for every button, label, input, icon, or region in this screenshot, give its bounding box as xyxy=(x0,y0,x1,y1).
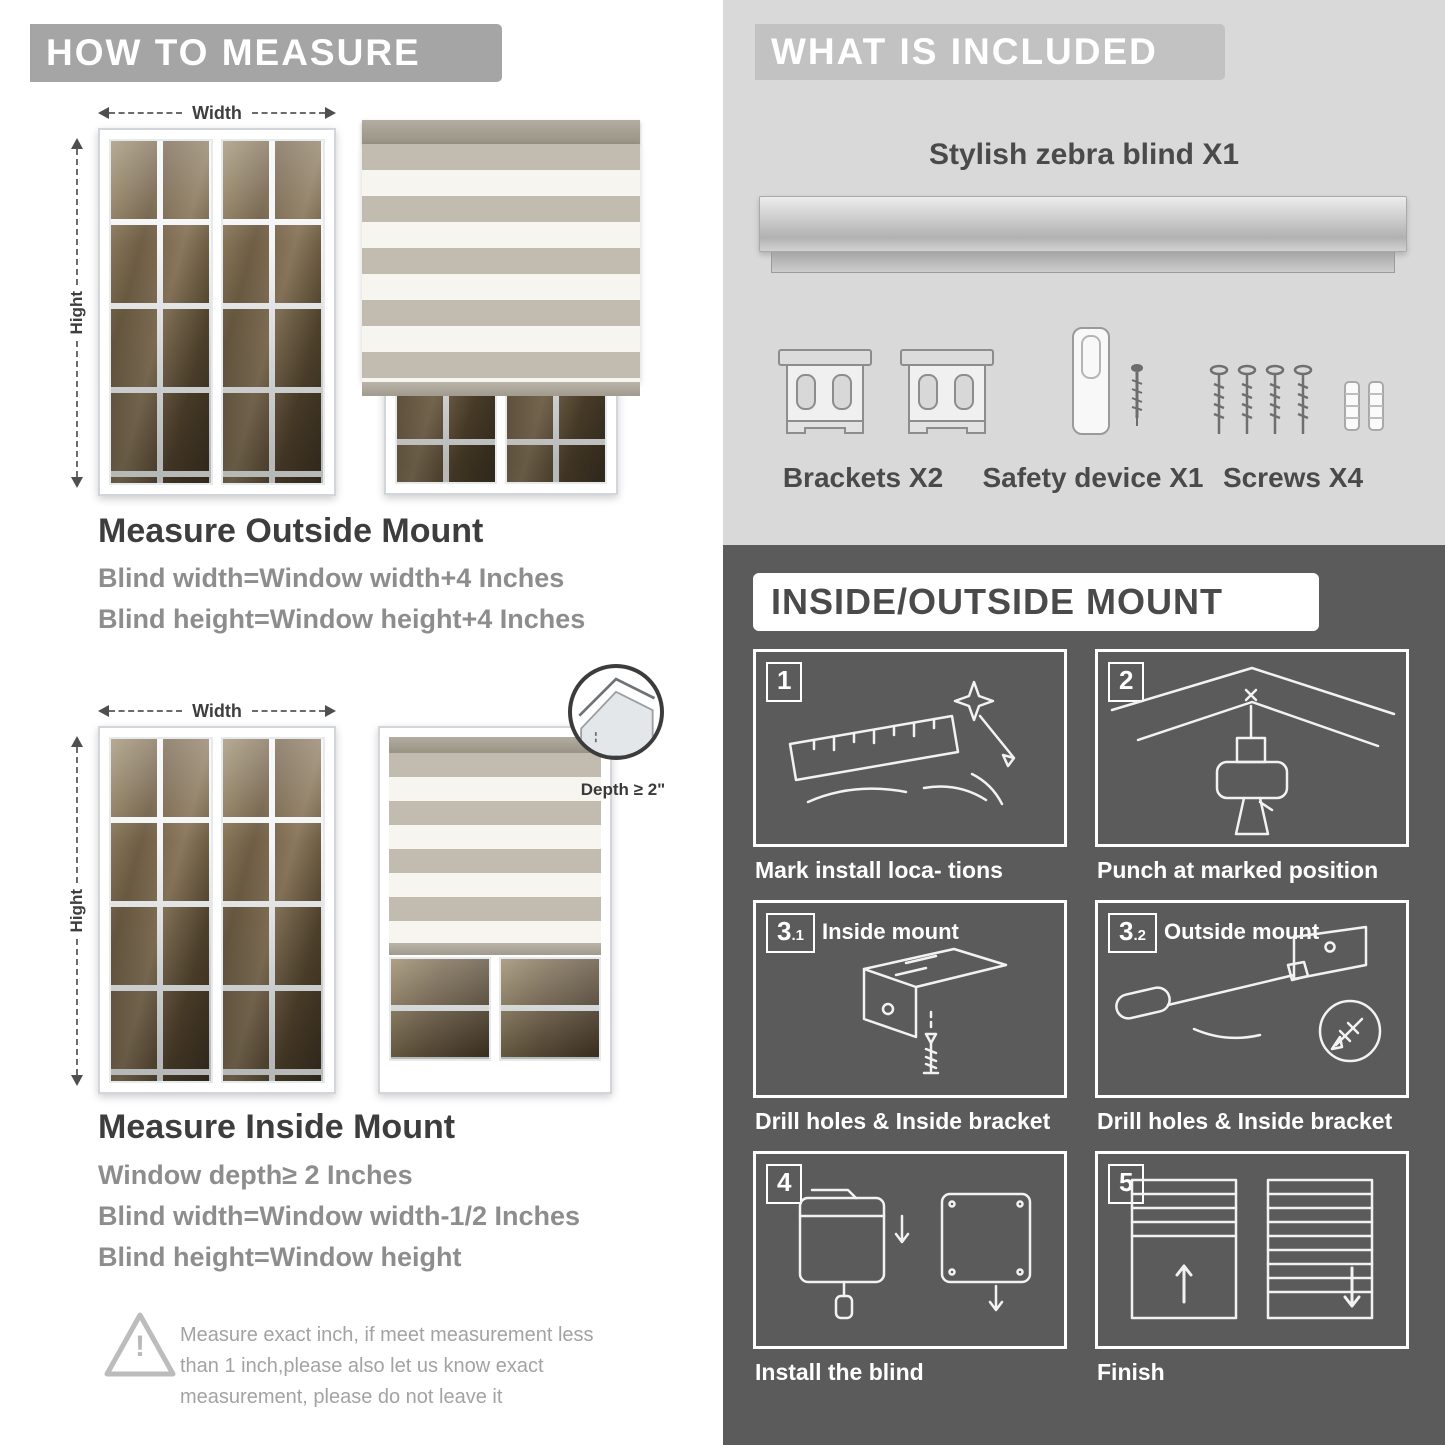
inside-height-formula: Blind height=Window height xyxy=(98,1242,462,1272)
arrow-left-icon xyxy=(98,107,109,119)
step-caption: Install the blind xyxy=(755,1359,924,1385)
step-panel-4: 4 xyxy=(753,1151,1067,1386)
warning-exclamation: ! xyxy=(135,1330,145,1363)
step-caption: Drill holes & Inside bracket xyxy=(1097,1108,1393,1134)
zebra-blind-outside-illustration xyxy=(362,120,640,495)
warning-triangle-icon xyxy=(100,1308,180,1384)
window-depth-note: Window depth≥ 2 Inches xyxy=(98,1160,413,1190)
inside-outside-mount-section: INSIDE/OUTSIDE MOUNT 1 xyxy=(723,545,1445,1445)
step-number: 5 xyxy=(1108,1164,1145,1204)
warning-note: Measure exact inch, if meet measurement … xyxy=(180,1324,594,1408)
arrow-up-icon xyxy=(71,138,83,149)
arrow-down-icon xyxy=(71,477,83,488)
window-sash xyxy=(109,737,213,1083)
right-column: WHAT IS INCLUDED Stylish zebra blind X1 xyxy=(723,0,1445,1445)
window-illustration-inside xyxy=(98,726,336,1094)
zebra-blind-inside-illustration xyxy=(378,726,612,1094)
blind-bottom-rail xyxy=(389,943,601,955)
install-blind-icon xyxy=(798,1188,1032,1320)
inside-bracket-icon xyxy=(862,947,1008,1075)
width-dimension-inside: Width xyxy=(98,700,337,722)
outside-bracket-icon xyxy=(1115,925,1382,1063)
width-label: Width xyxy=(192,700,242,721)
steps-grid: 1 Mark install loca xyxy=(753,649,1409,1386)
height-label: Hight xyxy=(67,889,86,933)
blind-bottom-rail xyxy=(362,382,640,396)
window-illustration-outside xyxy=(98,128,336,496)
what-is-included-header: WHAT IS INCLUDED xyxy=(755,24,1225,80)
outside-height-formula: Blind height=Window height+4 Inches xyxy=(98,604,586,634)
headrail-image xyxy=(759,196,1407,273)
depth-callout-circle xyxy=(568,664,664,760)
step-panel-3-2: 3.2 Outside mount xyxy=(1095,900,1409,1135)
arrow-right-icon xyxy=(325,705,337,717)
step-caption: Punch at marked position xyxy=(1097,857,1379,883)
how-to-measure-section: HOW TO MEASURE Width Hight Measure Outsi… xyxy=(0,0,710,1445)
mark-ruler-icon xyxy=(788,680,1016,806)
brackets-icon xyxy=(778,349,994,434)
step-panel-1: 1 Mark install loca xyxy=(753,649,1067,884)
step-number: 3.2 xyxy=(1108,913,1157,953)
step-number: 1 xyxy=(766,662,803,702)
step-caption: Mark install loca- tions xyxy=(755,857,1003,883)
window-lower-panes xyxy=(389,957,601,1061)
arrow-left-icon xyxy=(98,705,109,717)
step-caption: Finish xyxy=(1097,1359,1165,1385)
outside-width-formula: Blind width=Window width+4 Inches xyxy=(98,563,565,593)
window-sash xyxy=(109,139,213,485)
screws-label: Screws X4 xyxy=(1222,462,1364,493)
step-panel-5: 5 Finish xyxy=(1095,1151,1409,1386)
window-sash xyxy=(221,139,325,485)
inside-width-formula: Blind width=Window width-1/2 Inches xyxy=(98,1201,581,1231)
brackets-label: Brackets X2 xyxy=(782,462,944,493)
step-panel-3-1: 3.1 Inside mount xyxy=(753,900,1067,1135)
safety-device-label: Safety device X1 xyxy=(982,462,1204,493)
step-number: 2 xyxy=(1108,662,1145,702)
how-to-measure-header: HOW TO MEASURE xyxy=(30,24,502,82)
safety-device-icon xyxy=(1072,327,1143,435)
height-dimension-inside: Hight xyxy=(66,736,88,1086)
blind-stripes xyxy=(389,753,601,943)
screws-icon xyxy=(1209,364,1384,434)
arrow-down-icon xyxy=(71,1075,83,1086)
inside-mount-label: Inside mount xyxy=(822,919,959,944)
blind-cassette xyxy=(389,737,601,753)
arrow-up-icon xyxy=(71,736,83,747)
depth-callout-label: Depth ≥ 2" xyxy=(580,780,666,799)
height-label: Hight xyxy=(67,291,86,335)
window-corner-zoom-icon xyxy=(578,677,656,756)
window-sash xyxy=(221,737,325,1083)
what-is-included-section: WHAT IS INCLUDED Stylish zebra blind X1 xyxy=(723,0,1445,545)
zebra-blind-label: Stylish zebra blind X1 xyxy=(928,138,1240,171)
inside-mount-title: Measure Inside Mount xyxy=(98,1108,456,1146)
blind-stripes xyxy=(362,144,640,382)
width-label: Width xyxy=(192,102,242,123)
inside-outside-mount-header: INSIDE/OUTSIDE MOUNT xyxy=(753,573,1319,631)
step-panel-2: 2 Pu xyxy=(1095,649,1409,884)
drill-icon xyxy=(1110,666,1396,836)
arrow-right-icon xyxy=(325,107,337,119)
height-dimension-outside: Hight xyxy=(66,138,88,488)
blind-cassette xyxy=(362,120,640,144)
step-number: 3.1 xyxy=(766,913,815,953)
outside-mount-title: Measure Outside Mount xyxy=(98,512,484,550)
step-number: 4 xyxy=(766,1164,803,1204)
finish-blinds-icon xyxy=(1130,1178,1374,1320)
width-dimension-outside: Width xyxy=(98,102,337,124)
step-caption: Drill holes & Inside bracket xyxy=(755,1108,1051,1134)
